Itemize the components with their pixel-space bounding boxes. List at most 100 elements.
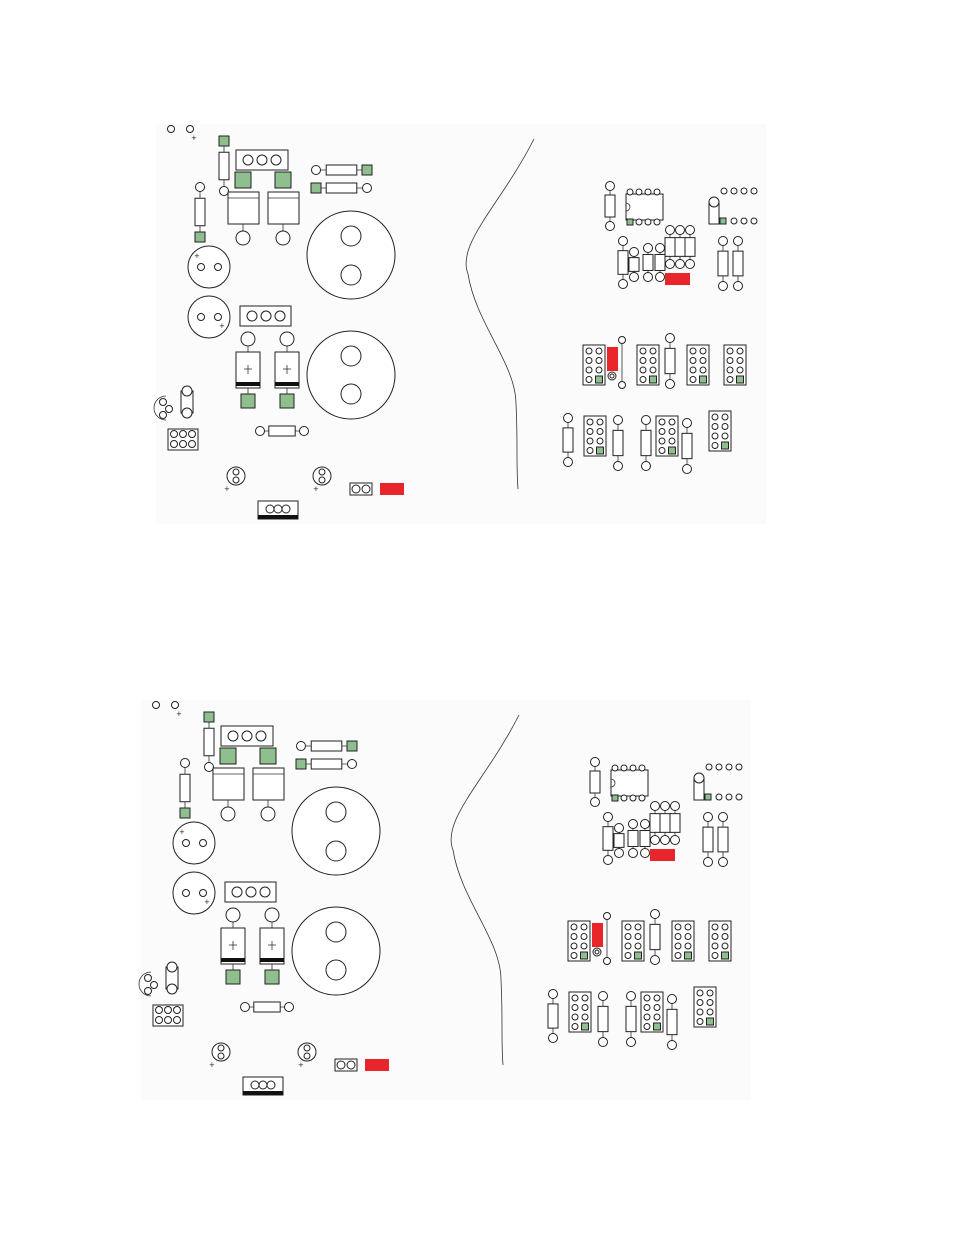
resistor-body	[667, 1009, 677, 1034]
marker-red	[592, 923, 603, 947]
pin	[215, 314, 222, 321]
header-pin	[581, 924, 587, 930]
header-pin-square	[685, 952, 692, 959]
pin	[319, 477, 325, 483]
pin	[337, 1061, 345, 1069]
header-pin	[712, 443, 718, 449]
resistor-body	[718, 251, 728, 276]
jumper-2pin	[350, 483, 372, 495]
pad-round	[641, 820, 650, 829]
header-pin-square	[722, 952, 729, 959]
pad-round	[619, 280, 628, 289]
pad-round	[661, 802, 670, 811]
pin	[326, 802, 346, 822]
header-pin	[572, 1014, 578, 1020]
pad-round	[686, 226, 695, 235]
cap-body	[307, 331, 395, 419]
pin	[151, 982, 158, 989]
regulator-body	[253, 768, 284, 800]
capacitor-large-2	[292, 907, 380, 995]
header-pin	[571, 943, 577, 949]
header-pin	[597, 429, 603, 435]
polarity-mark: +	[176, 710, 182, 718]
header-pin	[722, 934, 728, 940]
header-pin	[712, 953, 718, 959]
diode-band	[260, 958, 284, 962]
header-pin	[586, 358, 592, 364]
resistor-r11	[665, 226, 675, 269]
pad-round	[564, 414, 573, 423]
capacitor-c2: +	[188, 296, 230, 338]
diode-band	[275, 382, 299, 386]
pin	[200, 840, 207, 847]
header-pin	[571, 934, 577, 940]
resistor-body	[641, 430, 651, 455]
header-pin	[644, 1024, 650, 1030]
pad-round	[591, 758, 600, 767]
pcb-svg: +++++	[0, 700, 954, 1120]
pad-round	[751, 188, 757, 194]
resistor-body	[703, 827, 713, 852]
pad-round	[196, 183, 205, 192]
marker-red	[665, 273, 690, 285]
pad-round	[741, 218, 747, 224]
pin	[341, 384, 361, 404]
header-pin	[635, 924, 641, 930]
ic-pin	[612, 765, 618, 771]
pad-round	[615, 849, 624, 858]
header-pin-square	[722, 442, 729, 449]
pad-round	[651, 836, 660, 845]
header-pin-square	[707, 1018, 714, 1025]
pin	[160, 399, 167, 406]
resistor-body	[675, 238, 685, 257]
ic-pin	[636, 189, 642, 195]
resistor-r6	[605, 182, 615, 231]
connector-bottom	[243, 1077, 283, 1095]
header-pin	[722, 943, 728, 949]
header-pin	[597, 438, 603, 444]
connector-band	[258, 515, 298, 519]
regulator-pins	[236, 150, 288, 170]
resistor-body	[548, 1004, 558, 1028]
pin-header-2	[622, 921, 644, 961]
pin	[319, 469, 325, 475]
header-pin-square	[650, 376, 657, 383]
header-pin	[690, 367, 696, 373]
resistor-body	[563, 428, 573, 452]
resistor-body	[326, 183, 357, 193]
pin	[243, 155, 253, 165]
marker-red	[365, 1059, 389, 1071]
header-pin	[654, 995, 660, 1001]
pin-header-4	[709, 921, 731, 961]
pad-round	[656, 244, 665, 253]
header-pin-square	[597, 447, 604, 454]
header-pin	[596, 367, 602, 373]
pad-square	[180, 808, 190, 818]
pin-header-7	[709, 411, 731, 451]
pin	[218, 1053, 224, 1059]
resistor-body	[629, 258, 639, 272]
pad-round	[751, 218, 757, 224]
resistor-r17	[548, 990, 558, 1043]
pin	[165, 1007, 172, 1014]
pin	[326, 841, 346, 861]
header-pin	[669, 419, 675, 425]
pin	[362, 485, 370, 493]
header-pin	[685, 924, 691, 930]
cap-body	[292, 787, 380, 875]
pad-round	[205, 763, 214, 772]
resistor-body	[655, 255, 665, 271]
resistor-body	[614, 834, 624, 848]
pin	[145, 988, 152, 995]
pad-round	[644, 244, 653, 253]
resistor-body	[204, 728, 214, 756]
resistor-r9	[628, 820, 638, 858]
pin	[228, 731, 238, 741]
ic-pin	[654, 219, 660, 225]
header-pin	[587, 438, 593, 444]
pad-round	[619, 337, 626, 344]
pad-square	[241, 394, 255, 408]
pad-round	[668, 1041, 677, 1050]
pin	[156, 1017, 163, 1024]
header-pin	[737, 348, 743, 354]
